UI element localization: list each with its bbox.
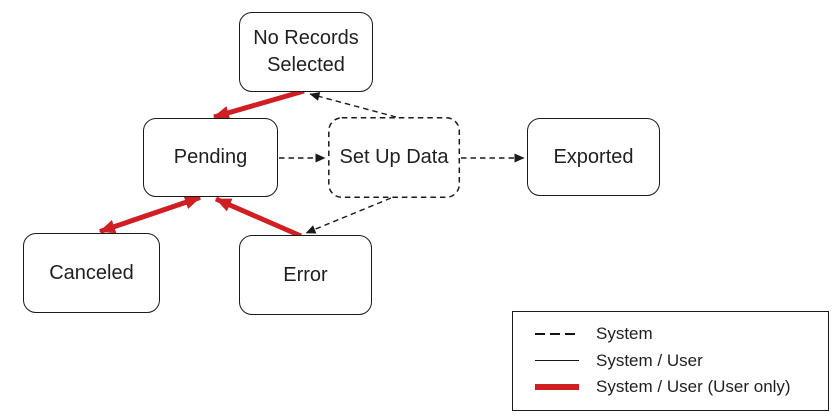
legend-row-user-only: System / User (User only) <box>513 374 828 400</box>
legend-label: System / User <box>596 350 703 370</box>
arrow-error-to-pending <box>215 196 302 239</box>
arrow-setupdata-to-norecords <box>309 92 397 118</box>
arrow-norecords-to-pending <box>213 88 305 120</box>
arrow-pending-canceled-bidirectional <box>99 195 201 234</box>
solid-line-sample <box>535 359 579 362</box>
node-canceled: Canceled <box>23 233 160 313</box>
node-label: Set Up Data <box>339 146 449 168</box>
node-label: Exported <box>553 145 634 168</box>
node-label: Canceled <box>49 261 134 284</box>
node-label: Pending <box>173 146 248 168</box>
node-pending: Pending <box>143 118 278 197</box>
legend-label: System / User (User only) <box>596 377 791 396</box>
red-line-sample <box>535 384 579 390</box>
node-set-up-data: Set Up Data <box>328 117 460 198</box>
legend: System System / User System / User (User… <box>512 311 829 411</box>
legend-row-system-user: System / User <box>513 348 828 374</box>
node-exported: Exported <box>527 118 660 196</box>
arrow-setupdata-to-error <box>305 197 392 234</box>
node-error: Error <box>239 235 372 315</box>
node-label: No Records Selected <box>253 27 359 76</box>
dashed-line-sample <box>535 333 579 335</box>
legend-row-system: System <box>513 321 828 347</box>
node-set-up-data-border <box>328 117 461 199</box>
legend-label: System <box>596 324 653 343</box>
node-no-records-selected: No Records Selected <box>239 12 373 92</box>
node-label: Error <box>283 263 328 286</box>
